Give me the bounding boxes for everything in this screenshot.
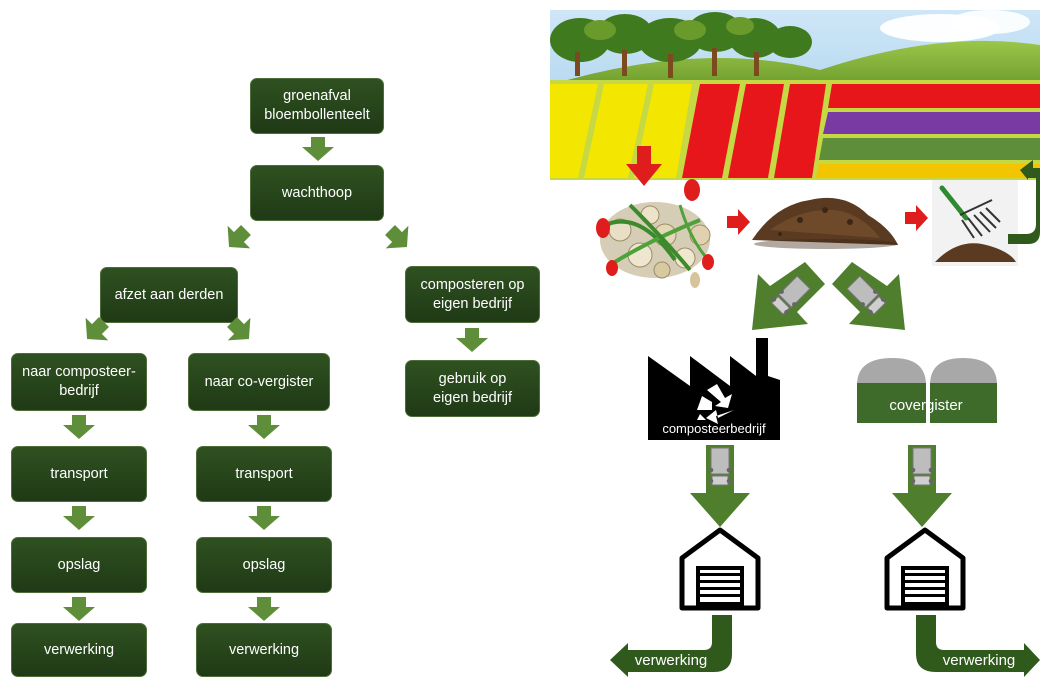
box-afzet-aan-derden: afzet aan derden xyxy=(100,267,238,323)
box-groenafval: groenafval bloembollenteelt xyxy=(250,78,384,134)
arrow-down-icon xyxy=(456,328,488,352)
red-arrow-right-icon xyxy=(727,209,750,235)
box-transport-left: transport xyxy=(11,446,147,502)
field-landscape xyxy=(550,10,1040,180)
arrow-down-icon xyxy=(248,415,280,439)
box-opslag-right: opslag xyxy=(196,537,332,593)
truck-arrow-right-icon xyxy=(832,262,905,330)
box-verwerking-left: verwerking xyxy=(11,623,147,677)
red-arrow-right-icon xyxy=(905,205,928,231)
box-wachthoop: wachthoop xyxy=(250,165,384,221)
truck-arrow-left-icon xyxy=(752,262,825,330)
truck-arrow-down-icon xyxy=(892,445,952,527)
bulb-waste-icon xyxy=(596,179,714,288)
output-arrow-right-icon xyxy=(916,615,1040,677)
arrow-diagonal-left-icon xyxy=(217,218,258,259)
arrow-down-icon xyxy=(63,506,95,530)
compost-pile-icon xyxy=(752,197,898,249)
warehouse-icon xyxy=(682,530,758,608)
arrow-down-icon xyxy=(248,597,280,621)
truck-arrow-down-icon xyxy=(690,445,750,527)
flowchart-arrows xyxy=(63,137,488,621)
red-arrow-down-icon xyxy=(626,146,662,186)
box-naar-composteerbedrijf: naar composteer- bedrijf xyxy=(11,353,147,411)
box-opslag-left: opslag xyxy=(11,537,147,593)
label-composteerbedrijf: composteerbedrijf xyxy=(662,421,766,436)
label-verwerking-right: verwerking xyxy=(943,652,1016,669)
arrow-down-icon xyxy=(63,415,95,439)
loop-arrow-icon xyxy=(1008,160,1040,244)
box-naar-co-vergister: naar co-vergister xyxy=(188,353,330,411)
pitchfork-icon xyxy=(932,180,1018,266)
arrow-down-icon xyxy=(248,506,280,530)
composting-factory-icon xyxy=(648,338,780,440)
arrow-diagonal-right-icon xyxy=(220,310,261,351)
output-arrow-left-icon xyxy=(610,615,732,677)
warehouse-icon xyxy=(887,530,963,608)
box-transport-right: transport xyxy=(196,446,332,502)
arrow-down-icon xyxy=(63,597,95,621)
label-covergister: covergister xyxy=(889,397,962,414)
box-gebruik-eigen-bedrijf: gebruik op eigen bedrijf xyxy=(405,360,540,417)
arrow-diagonal-left-icon xyxy=(75,310,116,351)
arrow-down-icon xyxy=(302,137,334,161)
digester-icon xyxy=(857,358,997,423)
box-verwerking-right: verwerking xyxy=(196,623,332,677)
box-composteren-eigen-bedrijf: composteren op eigen bedrijf xyxy=(405,266,540,323)
recycle-icon xyxy=(697,384,734,424)
arrow-diagonal-right-icon xyxy=(378,218,419,259)
label-verwerking-left: verwerking xyxy=(635,652,708,669)
